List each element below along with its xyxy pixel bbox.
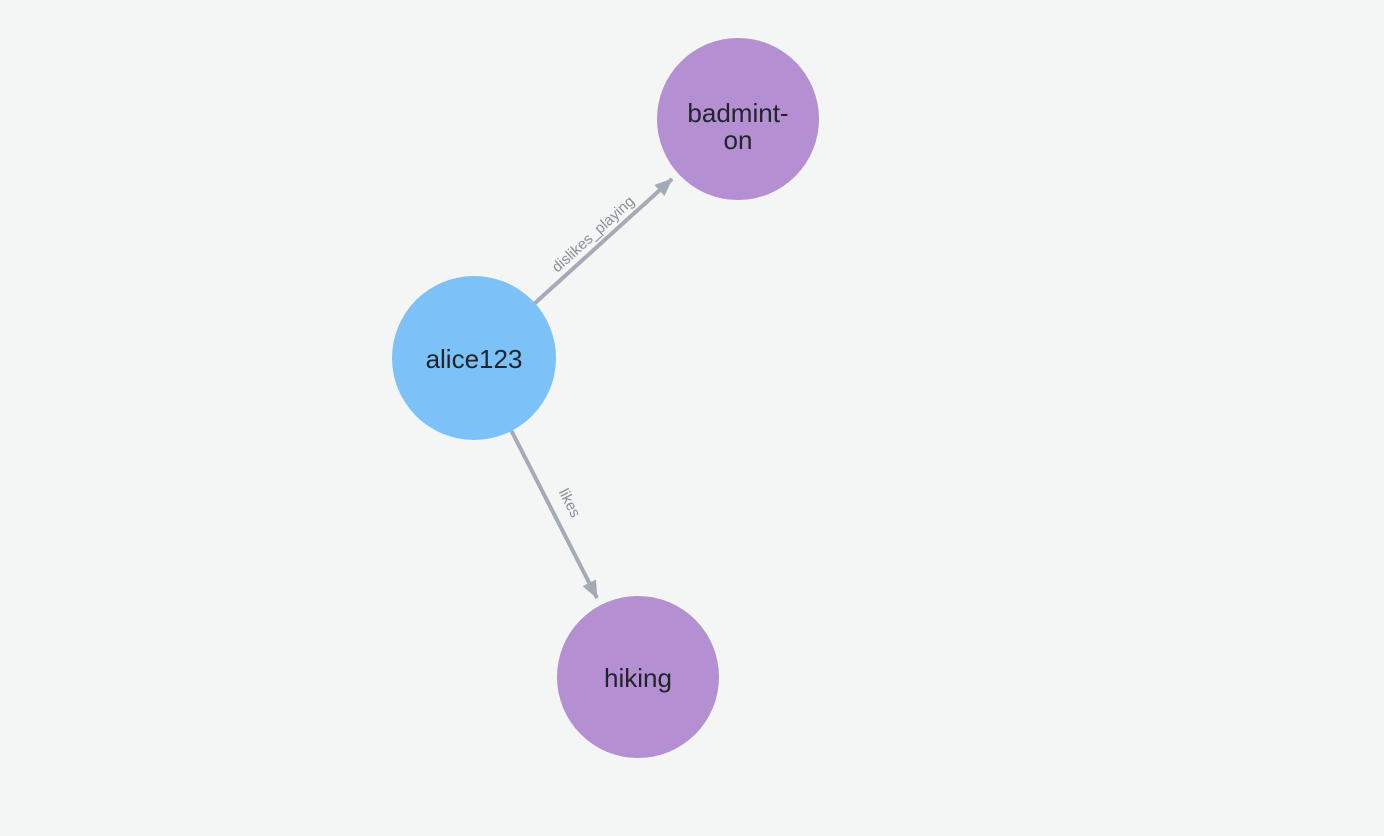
node-circle-alice123[interactable] [392, 276, 556, 440]
node-circle-badminton[interactable] [657, 38, 819, 200]
node-badminton[interactable]: badmint- on [657, 38, 819, 200]
edge-line-dislikes-playing[interactable] [532, 177, 674, 306]
edge-line-likes[interactable] [509, 429, 599, 599]
node-circle-hiking[interactable] [557, 596, 719, 758]
node-hiking[interactable]: hiking [557, 596, 719, 758]
node-alice123[interactable]: alice123 [392, 276, 556, 440]
